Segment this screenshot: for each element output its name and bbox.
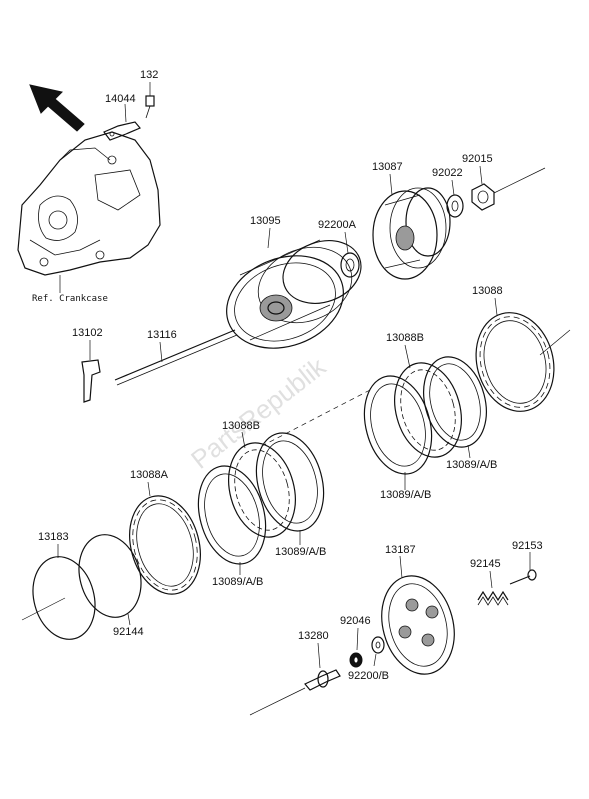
label-13116: 13116 [147, 329, 177, 341]
friction-plate-13088A [129, 495, 201, 595]
push-rod-13116 [114, 329, 238, 386]
label-13089AB-upper-left: 13089/A/B [380, 489, 431, 501]
label-13088B-upper: 13088B [386, 332, 424, 344]
friction-plate-13088B-middle [228, 442, 296, 538]
label-13088A: 13088A [130, 469, 169, 481]
label-13095: 13095 [250, 215, 281, 227]
label-132: 132 [140, 69, 158, 81]
label-92015: 92015 [462, 153, 493, 165]
label-13088: 13088 [472, 285, 503, 297]
friction-plate-13088B-upper [394, 362, 462, 458]
plate-13089-upper-right [423, 356, 487, 448]
label-92022: 92022 [432, 167, 463, 179]
bearing-92046 [349, 652, 363, 668]
bushing-92200A [340, 252, 360, 278]
crankcase-illustration [17, 131, 161, 293]
spring-92145 [477, 590, 509, 606]
label-92200B: 92200/B [348, 670, 389, 682]
washer-92022 [446, 194, 464, 218]
front-direction-arrow-icon [29, 84, 85, 132]
label-13102: 13102 [72, 327, 103, 339]
plate-13089-upper-left [363, 375, 433, 475]
pressure-plate-13187 [381, 575, 455, 675]
label-13183: 13183 [38, 531, 69, 543]
bolt-132 [145, 95, 155, 119]
nut-92015 [471, 183, 495, 211]
clutch-housing-13095 [226, 239, 362, 349]
ref-crankcase-label: Ref. Crankcase [32, 294, 108, 304]
washer-92200B [371, 636, 385, 654]
friction-plate-13088 [475, 312, 555, 412]
plate-13089-lower [197, 465, 267, 565]
label-13089AB-middle: 13089/A/B [275, 546, 326, 558]
label-13187: 13187 [385, 544, 416, 556]
label-13089AB-upper-right: 13089/A/B [446, 459, 497, 471]
ring-92144 [78, 534, 142, 618]
bracket-14044 [103, 121, 141, 141]
ring-13183 [32, 556, 96, 640]
label-13089AB-lower: 13089/A/B [212, 576, 263, 588]
plate-13089-middle [255, 432, 325, 532]
label-92144: 92144 [113, 626, 144, 638]
label-13087: 13087 [372, 161, 403, 173]
label-92200A: 92200A [318, 219, 357, 231]
pusher-13280 [304, 669, 341, 691]
bolt-92153 [509, 569, 537, 585]
label-13280: 13280 [298, 630, 329, 642]
label-92153: 92153 [512, 540, 543, 552]
release-lever-13102 [81, 359, 101, 403]
dashed-connector [257, 389, 371, 449]
label-13088B-middle: 13088B [222, 420, 260, 432]
clutch-hub-13087 [372, 187, 451, 280]
label-14044: 14044 [105, 93, 136, 105]
label-92145: 92145 [470, 558, 501, 570]
label-92046: 92046 [340, 615, 371, 627]
